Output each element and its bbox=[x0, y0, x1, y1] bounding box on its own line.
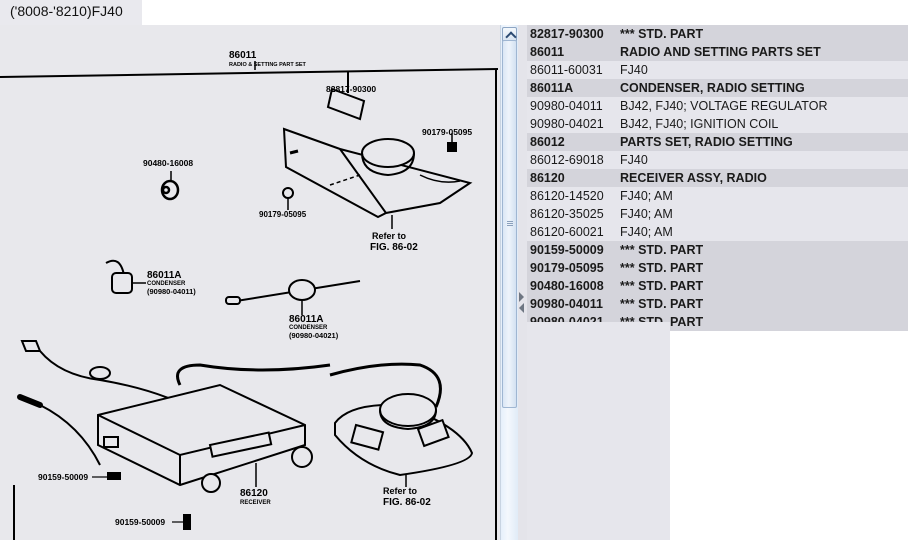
part-group-row[interactable]: 86011A CONDENSER, RADIO SETTING bbox=[527, 79, 908, 97]
scrollbar-thumb[interactable] bbox=[502, 40, 517, 408]
diagram-vertical-scrollbar[interactable] bbox=[500, 25, 518, 540]
part-row[interactable]: 86120-14520 FJ40; AM bbox=[527, 187, 908, 205]
title-bar: ('8008-'8210)FJ40 bbox=[0, 0, 142, 25]
part-number: 90980-04021 bbox=[530, 117, 604, 131]
part-description: *** STD. PART bbox=[620, 297, 704, 311]
label-receiver-num: 86120 bbox=[240, 488, 268, 499]
part-description: BJ42, FJ40; VOLTAGE REGULATOR bbox=[620, 99, 828, 113]
label-condenser-1-part: (90980-04011) bbox=[147, 287, 196, 296]
label-refer-fig-top-2: FIG. 86-02 bbox=[370, 242, 418, 253]
speaker-drawing bbox=[329, 362, 474, 487]
part-number: 86011-60031 bbox=[530, 63, 603, 77]
label-condenser-1-name: CONDENSER bbox=[147, 281, 186, 287]
part-number: 86120-35025 bbox=[530, 207, 604, 221]
label-90480-16008: 90480-16008 bbox=[143, 158, 193, 168]
condenser-1-drawing bbox=[105, 259, 146, 294]
part-description: FJ40; AM bbox=[620, 207, 673, 221]
part-description: RECEIVER ASSY, RADIO bbox=[620, 171, 767, 185]
std-part-row[interactable]: 90179-05095 *** STD. PART bbox=[527, 259, 908, 277]
parts-diagram[interactable]: 86011 RADIO & SETTING PART SET 82817-903… bbox=[0, 25, 500, 540]
label-screw-1: 90159-50009 bbox=[38, 472, 88, 482]
part-row[interactable]: 86120-60021 FJ40; AM bbox=[527, 223, 908, 241]
grip-icon bbox=[507, 225, 513, 226]
part-description: *** STD. PART bbox=[620, 279, 704, 293]
label-refer-fig-low-2: FIG. 86-02 bbox=[383, 497, 431, 508]
parts-list-gutter bbox=[527, 322, 670, 540]
label-condenser-2-name: CONDENSER bbox=[289, 325, 328, 331]
grommet-drawing bbox=[160, 171, 180, 201]
std-part-row[interactable]: 82817-90300 *** STD. PART bbox=[527, 25, 908, 43]
part-number: 82817-90300 bbox=[530, 27, 604, 41]
triangle-right-icon[interactable] bbox=[519, 292, 524, 302]
std-part-row[interactable]: 90159-50009 *** STD. PART bbox=[527, 241, 908, 259]
part-number: 86011 bbox=[530, 45, 565, 59]
part-group-row[interactable]: 86011 RADIO AND SETTING PARTS SET bbox=[527, 43, 908, 61]
part-number: 90480-16008 bbox=[530, 279, 604, 293]
diagram-frame bbox=[0, 61, 499, 540]
label-refer-fig-low-1: Refer to bbox=[383, 486, 418, 496]
receiver-drawing bbox=[17, 340, 331, 493]
label-90179-05095-low: 90179-05095 bbox=[259, 210, 307, 219]
speaker-bracket-drawing bbox=[282, 71, 473, 229]
label-condenser-2-num: 86011A bbox=[289, 314, 323, 325]
part-description: *** STD. PART bbox=[620, 27, 704, 41]
grip-icon bbox=[507, 221, 513, 222]
parts-list: 82817-90300 *** STD. PART 86011 RADIO AND S… bbox=[527, 25, 908, 331]
screw-drawing bbox=[92, 472, 191, 530]
part-description: RADIO AND SETTING PARTS SET bbox=[620, 45, 821, 59]
grip-icon bbox=[507, 223, 513, 224]
label-90179-05095-top: 90179-05095 bbox=[422, 127, 472, 137]
part-row[interactable]: 90980-04021 BJ42, FJ40; IGNITION COIL bbox=[527, 115, 908, 133]
part-description: PARTS SET, RADIO SETTING bbox=[620, 135, 793, 149]
label-screw-2: 90159-50009 bbox=[115, 517, 165, 527]
label-condenser-1-num: 86011A bbox=[147, 270, 181, 281]
part-description: BJ42, FJ40; IGNITION COIL bbox=[620, 117, 779, 131]
part-number: 86120-14520 bbox=[530, 189, 604, 203]
nut-drawing bbox=[282, 187, 294, 210]
label-set-number: 86011 bbox=[229, 50, 257, 61]
label-refer-fig-top-1: Refer to bbox=[372, 231, 407, 241]
part-row[interactable]: 86120-35025 FJ40; AM bbox=[527, 205, 908, 223]
part-description: FJ40 bbox=[620, 153, 648, 167]
page-title: ('8008-'8210)FJ40 bbox=[10, 3, 123, 19]
part-number: 86120-60021 bbox=[530, 225, 604, 239]
part-number: 86012-69018 bbox=[530, 153, 604, 167]
part-row[interactable]: 86011-60031 FJ40 bbox=[527, 61, 908, 79]
part-group-row[interactable]: 86012 PARTS SET, RADIO SETTING bbox=[527, 133, 908, 151]
std-part-row[interactable]: 90980-04011 *** STD. PART bbox=[527, 295, 908, 313]
label-receiver-name: RECEIVER bbox=[240, 500, 271, 506]
part-number: 90159-50009 bbox=[530, 243, 604, 257]
part-number: 86012 bbox=[530, 135, 565, 149]
part-description: *** STD. PART bbox=[620, 261, 704, 275]
part-description: FJ40; AM bbox=[620, 189, 673, 203]
part-number: 90980-04011 bbox=[530, 99, 603, 113]
part-number: 86120 bbox=[530, 171, 565, 185]
part-description: FJ40; AM bbox=[620, 225, 673, 239]
part-number: 90179-05095 bbox=[530, 261, 604, 275]
label-82817-90300: 82817-90300 bbox=[326, 84, 376, 94]
condenser-2-drawing bbox=[225, 279, 361, 315]
part-description: *** STD. PART bbox=[620, 243, 704, 257]
parts-illustration: 86011 RADIO & SETTING PART SET 82817-903… bbox=[0, 50, 499, 540]
part-row[interactable]: 86012-69018 FJ40 bbox=[527, 151, 908, 169]
part-row[interactable]: 90980-04011 BJ42, FJ40; VOLTAGE REGULATOR bbox=[527, 97, 908, 115]
label-set-name: RADIO & SETTING PART SET bbox=[229, 62, 307, 68]
part-description: CONDENSER, RADIO SETTING bbox=[620, 81, 805, 95]
part-description: FJ40 bbox=[620, 63, 648, 77]
std-part-row[interactable]: 90480-16008 *** STD. PART bbox=[527, 277, 908, 295]
panel-splitter[interactable] bbox=[518, 25, 527, 540]
part-number: 90980-04011 bbox=[530, 297, 603, 311]
label-condenser-2-part: (90980-04021) bbox=[289, 331, 339, 340]
triangle-left-icon[interactable] bbox=[519, 303, 524, 313]
part-group-row[interactable]: 86120 RECEIVER ASSY, RADIO bbox=[527, 169, 908, 187]
part-number: 86011A bbox=[530, 81, 574, 95]
